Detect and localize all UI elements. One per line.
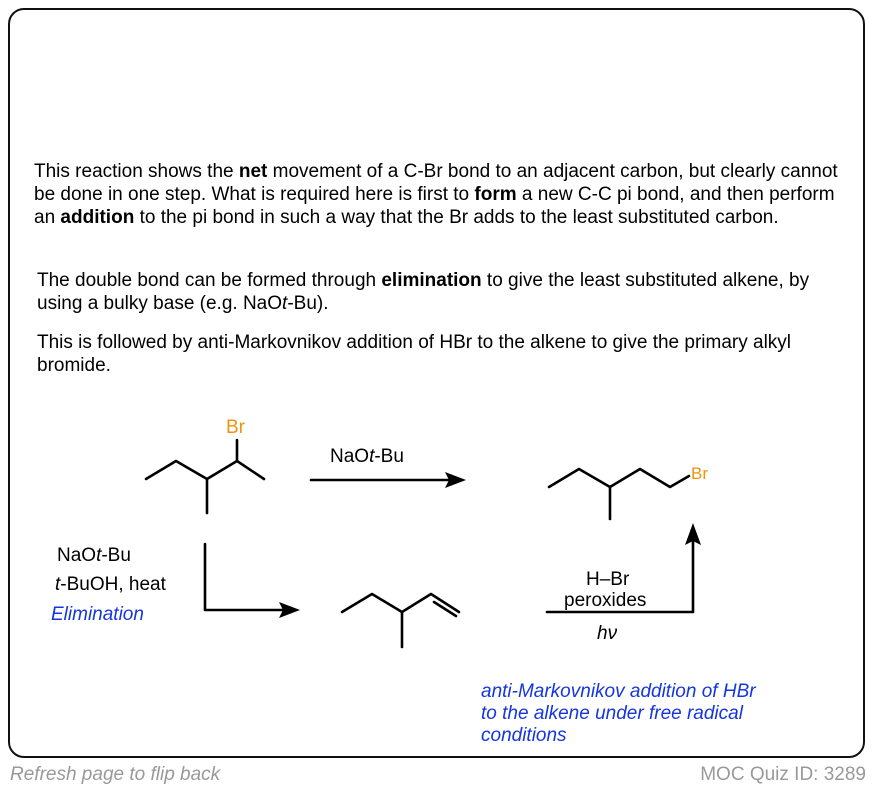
- left-reagent-solvent: t-BuOH, heat: [55, 574, 166, 595]
- start-molecule-skeleton: [144, 459, 266, 481]
- note-line-3: conditions: [481, 725, 567, 746]
- quiz-id: MOC Quiz ID: 3289: [700, 764, 866, 785]
- product-molecule-skeleton: [547, 467, 691, 489]
- note-line-2: to the alkene under free radical: [481, 703, 743, 724]
- start-bromine-label: Br: [226, 417, 245, 438]
- product-bromine-label: Br: [691, 464, 708, 483]
- explanation-paragraph-1: This reaction shows the net movement of …: [34, 161, 838, 228]
- explanation-paragraph-3: This is followed by anti-Markovnikov add…: [37, 332, 792, 376]
- elimination-arrowhead: [279, 602, 300, 618]
- right-reagent-light: hν: [597, 623, 618, 644]
- addition-arrow-shaft: [545, 540, 695, 614]
- alkene-double-bond: [432, 600, 458, 618]
- elimination-arrow-shaft: [203, 542, 285, 612]
- alkene-molecule-skeleton: [340, 592, 461, 614]
- quiz-card: [8, 8, 865, 758]
- explanation-paragraph-2: The double bond can be formed through el…: [37, 270, 810, 314]
- right-reagent-peroxides: peroxides: [564, 590, 647, 611]
- addition-arrowhead: [685, 523, 701, 545]
- flip-back-hint: Refresh page to flip back: [10, 764, 221, 785]
- top-reagent-label: NaOt-Bu: [330, 446, 404, 467]
- left-reagent-base: NaOt-Bu: [57, 545, 131, 566]
- direct-reaction-arrowhead: [445, 472, 466, 488]
- note-line-1: anti-Markovnikov addition of HBr: [481, 681, 756, 702]
- elimination-label: Elimination: [51, 604, 144, 625]
- right-reagent-hbr: H–Br: [586, 569, 630, 590]
